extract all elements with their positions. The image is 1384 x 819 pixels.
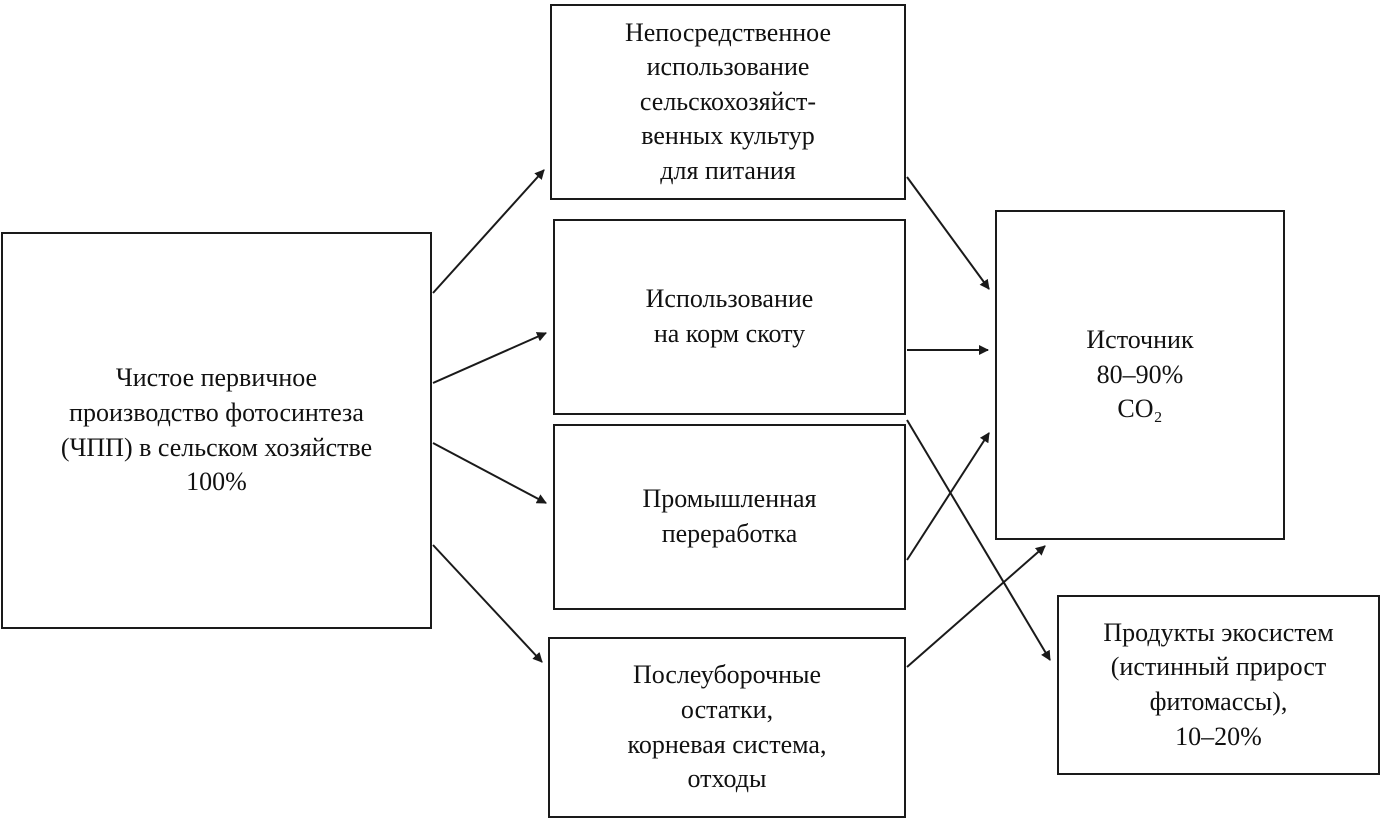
ecosystem-products-box: Продукты экосистем (истинный прирост фит… <box>1057 595 1380 775</box>
co2-source-box-line: 80–90% <box>1096 359 1184 389</box>
industrial-box-line: Промышленная <box>642 484 817 514</box>
industrial-box-line: переработка <box>661 519 798 548</box>
ecosystem-products-box-line: Продукты экосистем <box>1103 617 1334 647</box>
npp-box: Чистое первичное производство фотосинтез… <box>1 232 432 629</box>
feed-box: Использование на корм скоту <box>553 219 906 415</box>
co2-source-box: Источник 80–90% CO₂ <box>995 210 1285 540</box>
direct-use-box-line: использование <box>646 52 810 82</box>
arrow-npp-to-industrial <box>432 442 547 504</box>
industrial-box: Промышленная переработка <box>553 424 906 610</box>
direct-use-box-line: Непосредственное <box>624 17 832 47</box>
co2-source-box-line: CO₂ <box>1117 394 1163 424</box>
arrow-npp-to-direct-use <box>432 169 545 294</box>
ecosystem-products-box-line: (истинный прирост <box>1110 652 1327 682</box>
residues-box-line: корневая система, <box>627 729 827 759</box>
direct-use-box-line: для питания <box>660 155 796 185</box>
arrow-npp-to-feed <box>432 332 547 384</box>
arrow-npp-to-residues <box>432 544 543 663</box>
residues-box: Послеуборочные остатки, корневая система… <box>548 637 906 818</box>
direct-use-box: Непосредственное использование сельскохо… <box>550 4 906 200</box>
direct-use-box-line: сельскохозяйст- <box>639 86 817 116</box>
residues-box-line: остатки, <box>680 694 774 724</box>
co2-source-box-line: Источник <box>1086 325 1194 355</box>
npp-box-line: 100% <box>186 467 247 497</box>
arrow-residues-to-co2 <box>906 545 1046 668</box>
npp-box-line: Чистое первичное <box>115 363 318 393</box>
arrow-feed-to-products <box>906 419 1051 661</box>
ecosystem-products-box-line: фитомассы), <box>1149 687 1288 716</box>
ecosystem-products-box-line: 10–20% <box>1175 721 1262 751</box>
feed-box-line: на корм скоту <box>653 319 806 348</box>
npp-box-line: (ЧПП) в сельском хозяйстве <box>60 432 373 462</box>
residues-box-line: отходы <box>687 764 767 794</box>
arrow-industrial-to-co2 <box>906 432 990 561</box>
residues-box-line: Послеуборочные <box>632 660 822 690</box>
npp-box-line: производство фотосинтеза <box>69 397 364 427</box>
direct-use-box-line: венных культур <box>641 121 815 151</box>
feed-box-line: Использование <box>645 284 814 314</box>
arrow-direct-use-to-co2 <box>906 176 990 290</box>
